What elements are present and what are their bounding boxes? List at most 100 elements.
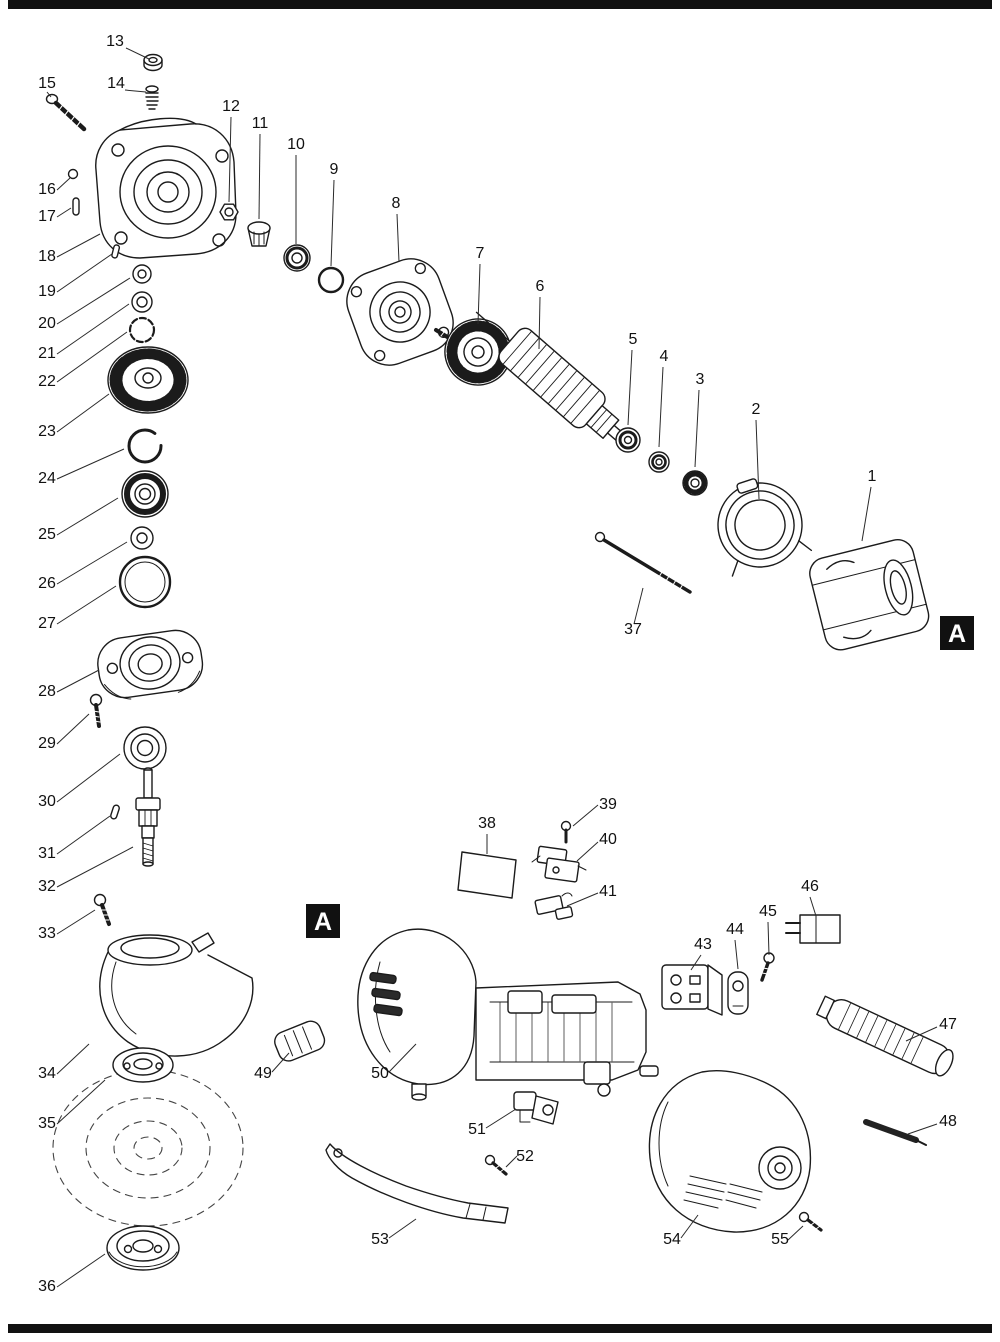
callout-35: 35 [38, 1079, 106, 1132]
callout-3: 3 [694, 371, 705, 468]
callout-40: 40 [576, 831, 617, 862]
svg-text:3: 3 [696, 371, 705, 388]
callout-26: 26 [38, 541, 128, 592]
part-45-screw-illustration [760, 952, 775, 982]
part-15-screw-illustration [45, 93, 87, 132]
callout-38: 38 [478, 815, 496, 854]
callout-12: 12 [222, 98, 240, 203]
section-marker-a1-letter: A [948, 620, 966, 648]
svg-text:22: 22 [38, 373, 56, 390]
svg-text:28: 28 [38, 683, 56, 700]
part-9-oring-illustration [317, 266, 345, 294]
part-5-bearing-illustration [615, 427, 641, 453]
callout-50: 50 [371, 1043, 417, 1082]
part-17-pin-illustration [72, 197, 80, 216]
part-31-pin-illustration [110, 804, 120, 820]
part-32-spindle-illustration [135, 767, 161, 867]
callout-55: 55 [771, 1225, 804, 1248]
callout-52: 52 [505, 1148, 534, 1168]
callout-1: 1 [861, 468, 877, 542]
svg-text:44: 44 [726, 921, 744, 938]
svg-text:4: 4 [660, 348, 669, 365]
part-10-bearing-illustration [283, 244, 311, 272]
svg-text:39: 39 [599, 796, 617, 813]
svg-text:21: 21 [38, 345, 56, 362]
svg-text:13: 13 [106, 33, 124, 50]
callout-15: 15 [38, 75, 56, 98]
svg-text:1: 1 [868, 468, 877, 485]
svg-text:7: 7 [476, 245, 485, 262]
part-19-pin-illustration [111, 244, 121, 259]
svg-text:11: 11 [252, 115, 269, 132]
svg-text:20: 20 [38, 315, 56, 332]
artwork [45, 53, 954, 1271]
callouts: 13 15 14 12 11 10 9 8 16 17 18 19 20 21 … [38, 33, 957, 1295]
svg-text:24: 24 [38, 470, 56, 487]
part-54-rear-cover-illustration [648, 1070, 812, 1233]
svg-text:8: 8 [392, 195, 401, 212]
part-40-switch-illustration [531, 845, 587, 883]
svg-text:32: 32 [38, 878, 56, 895]
callout-43: 43 [690, 936, 712, 971]
part-3-gear-illustration [682, 470, 708, 496]
svg-text:12: 12 [222, 98, 240, 115]
part-46-terminal-illustration [785, 914, 841, 944]
callout-4: 4 [658, 348, 669, 448]
callout-46: 46 [801, 878, 819, 917]
section-marker-a1: A [940, 616, 974, 650]
callout-19: 19 [38, 253, 113, 300]
callout-33: 33 [38, 909, 96, 942]
svg-text:18: 18 [38, 248, 56, 265]
part-27-oring-illustration [118, 555, 172, 609]
callout-45: 45 [759, 903, 777, 956]
callout-23: 23 [38, 393, 110, 440]
callout-49: 49 [254, 1052, 290, 1082]
part-41-brush-illustration [534, 892, 574, 920]
callout-37: 37 [624, 587, 644, 638]
svg-text:25: 25 [38, 526, 56, 543]
part-30-ring-illustration [123, 726, 167, 770]
svg-text:41: 41 [599, 883, 617, 900]
part-35-inner-flange-illustration [112, 1047, 174, 1083]
callout-34: 34 [38, 1043, 90, 1082]
part-52-screw-illustration [484, 1154, 508, 1176]
section-marker-a2: A [306, 904, 340, 938]
callout-47: 47 [905, 1016, 957, 1042]
svg-text:48: 48 [939, 1113, 957, 1130]
callout-9: 9 [330, 161, 339, 267]
svg-text:51: 51 [468, 1121, 486, 1138]
svg-text:52: 52 [516, 1148, 534, 1165]
callout-28: 28 [38, 669, 100, 700]
part-14-spring-illustration [145, 85, 159, 110]
svg-text:16: 16 [38, 181, 56, 198]
part-28-bearing-box-illustration [97, 629, 204, 700]
callout-24: 24 [38, 448, 125, 487]
callout-7: 7 [476, 245, 485, 325]
grinding-wheel-ghost-illustration [52, 1069, 244, 1227]
callout-31: 31 [38, 815, 111, 862]
bottom-rule [8, 1324, 992, 1333]
part-43-switch-unit-illustration [661, 964, 723, 1016]
part-22-wave-washer-illustration [128, 316, 156, 344]
part-50-motor-housing-illustration [357, 928, 659, 1101]
part-11-collet-illustration [247, 221, 271, 247]
part-47-handle-illustration [816, 995, 954, 1077]
part-33-screw-illustration [93, 893, 111, 926]
svg-text:53: 53 [371, 1231, 389, 1248]
callout-27: 27 [38, 585, 117, 632]
svg-text:15: 15 [38, 75, 56, 92]
svg-text:9: 9 [330, 161, 339, 178]
part-2-baffle-plate-illustration [717, 478, 813, 577]
callout-53: 53 [371, 1218, 417, 1248]
callout-29: 29 [38, 713, 90, 752]
part-21-washer-illustration [131, 291, 153, 313]
callout-11: 11 [252, 115, 269, 220]
callout-39: 39 [572, 796, 617, 827]
callout-10: 10 [287, 136, 305, 244]
top-rule [8, 0, 992, 9]
callout-8: 8 [392, 195, 401, 263]
svg-text:10: 10 [287, 136, 305, 153]
part-13-cap-illustration [143, 53, 163, 72]
part-37-bolt-illustration [594, 531, 692, 594]
